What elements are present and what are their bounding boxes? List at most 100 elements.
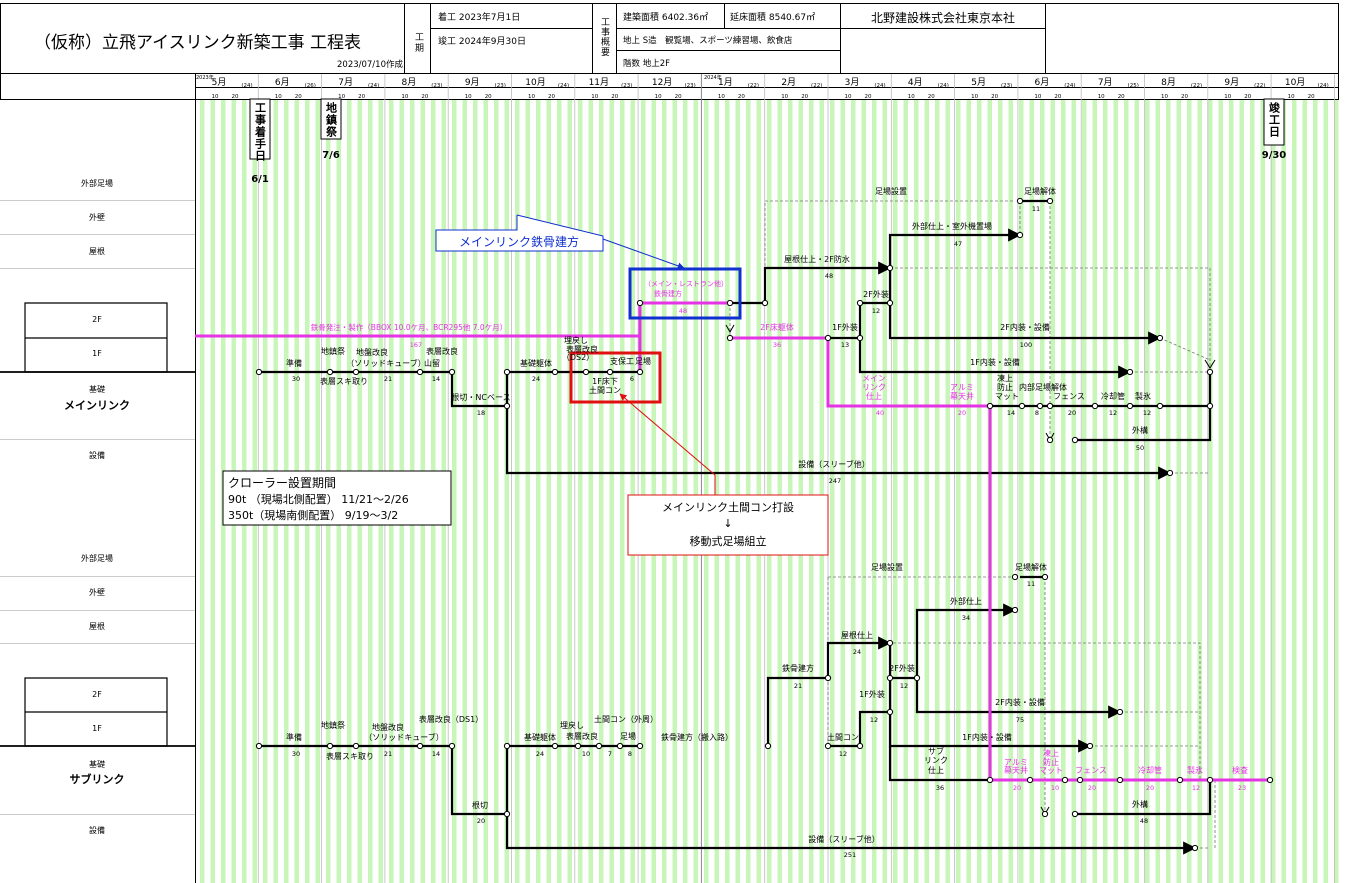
tick-20: 20 xyxy=(991,94,998,100)
week-stripe xyxy=(1239,100,1244,883)
week-stripe xyxy=(819,100,824,883)
month-label: 6月 xyxy=(1035,77,1050,88)
task-label: 地盤改良 xyxy=(356,347,388,357)
week-stripe xyxy=(809,100,814,883)
task-duration: 47 xyxy=(954,240,962,248)
task-label: 足場設置 xyxy=(871,562,903,572)
task-label: 表層改良（DS1） xyxy=(419,714,483,724)
task-node xyxy=(1041,810,1049,818)
month-days: (23) xyxy=(684,83,695,89)
tick-10: 10 xyxy=(1098,94,1105,100)
task-duration: 24 xyxy=(853,648,861,656)
row-label: 2F xyxy=(92,315,102,324)
week-stripe xyxy=(714,100,719,883)
week-stripe xyxy=(210,100,215,883)
task-label: 仕上 xyxy=(866,391,882,401)
week-stripe xyxy=(1302,100,1307,883)
task-node xyxy=(1166,469,1174,477)
task-node xyxy=(886,674,894,682)
ground-milestone-date: 7/6 xyxy=(322,150,340,161)
month-label: 7月 xyxy=(338,77,353,88)
task-node xyxy=(1076,776,1084,784)
week-stripe xyxy=(1313,100,1318,883)
tick-20: 20 xyxy=(928,94,935,100)
task-node xyxy=(913,674,921,682)
week-stripe xyxy=(1176,100,1181,883)
week-stripe xyxy=(588,100,593,883)
slab-highlight xyxy=(569,351,662,404)
task-label: 準備 xyxy=(286,732,302,742)
task-node xyxy=(1071,436,1079,444)
month-days: (23) xyxy=(495,83,506,89)
task-node xyxy=(824,742,832,750)
task-node xyxy=(352,368,360,376)
task-label: 凍上 xyxy=(1043,748,1059,758)
row-lines xyxy=(0,200,195,815)
month-label: 9月 xyxy=(465,77,480,88)
month-label: 10月 xyxy=(525,77,545,88)
task-node xyxy=(986,776,994,784)
start-milestone-box xyxy=(249,98,271,160)
week-stripe xyxy=(536,100,541,883)
task-duration: 12 xyxy=(872,307,880,315)
task-label: 製氷 xyxy=(1135,391,1151,401)
task-node xyxy=(636,368,644,376)
week-stripe xyxy=(1323,100,1328,883)
task-label: フェンス xyxy=(1053,392,1085,401)
month-days: (24) xyxy=(241,83,252,89)
week-stripe xyxy=(515,100,520,883)
task-duration: 8 xyxy=(1035,409,1039,417)
task-duration: 20 xyxy=(477,817,485,825)
week-stripe xyxy=(200,100,205,883)
tick-10: 10 xyxy=(908,94,915,100)
week-stripe xyxy=(1029,100,1034,883)
task-duration: 12 xyxy=(839,750,847,758)
start-date: 着工 2023年7月1日 xyxy=(438,11,520,23)
week-stripe xyxy=(704,100,709,883)
task-node xyxy=(1126,368,1134,376)
task-node xyxy=(1206,402,1214,410)
task-label: 表層改良 xyxy=(426,346,458,356)
tick-10: 10 xyxy=(275,94,282,100)
task-duration: 20 xyxy=(958,409,966,417)
tick-10: 10 xyxy=(1034,94,1041,100)
task-duration: 50 xyxy=(1136,444,1144,452)
week-stripe xyxy=(609,100,614,883)
task-label: 土間コン（外周） xyxy=(594,714,658,724)
month-label: 6月 xyxy=(275,77,290,88)
crawler-350t: 350t（現場南側配置） 9/19～3/2 xyxy=(228,509,398,522)
task-node xyxy=(886,639,894,647)
row-label: 外部足場 xyxy=(81,553,113,563)
week-stripe xyxy=(872,100,877,883)
task-label: 防止 xyxy=(997,382,1013,392)
task-label: 1F外装 xyxy=(859,689,885,699)
tick-20: 20 xyxy=(1118,94,1125,100)
task-label: （ソリッドキューブ） xyxy=(346,358,426,368)
task-duration: 12 xyxy=(1109,409,1117,417)
task-label: 内部足場解体 xyxy=(1019,382,1067,392)
rink-foundation-label: 基礎 xyxy=(89,759,105,769)
task-node xyxy=(1156,402,1164,410)
month-days: (24) xyxy=(1317,83,1328,89)
main-building-icon xyxy=(0,302,195,373)
task-label: アルミ xyxy=(950,383,974,392)
task-node xyxy=(448,368,456,376)
task-duration: 247 xyxy=(829,477,841,485)
week-stripe xyxy=(1061,100,1066,883)
task-duration: 6 xyxy=(630,375,634,383)
task-duration: 14 xyxy=(1007,409,1015,417)
task-node xyxy=(616,742,624,750)
task-label: 幕天井 xyxy=(950,391,974,401)
week-stripe xyxy=(1218,100,1223,883)
task-label: 2F床躯体 xyxy=(760,322,794,332)
task-duration: 30 xyxy=(292,750,300,758)
task-duration: 12 xyxy=(1143,409,1151,417)
week-stripe xyxy=(998,100,1003,883)
task-label: 足場解体 xyxy=(1015,562,1047,572)
task-node xyxy=(886,299,894,307)
week-stripe xyxy=(641,100,646,883)
week-stripe xyxy=(1281,100,1286,883)
task-node xyxy=(1086,742,1094,750)
task-label: 冷却管 xyxy=(1101,391,1125,401)
task-node xyxy=(636,742,644,750)
